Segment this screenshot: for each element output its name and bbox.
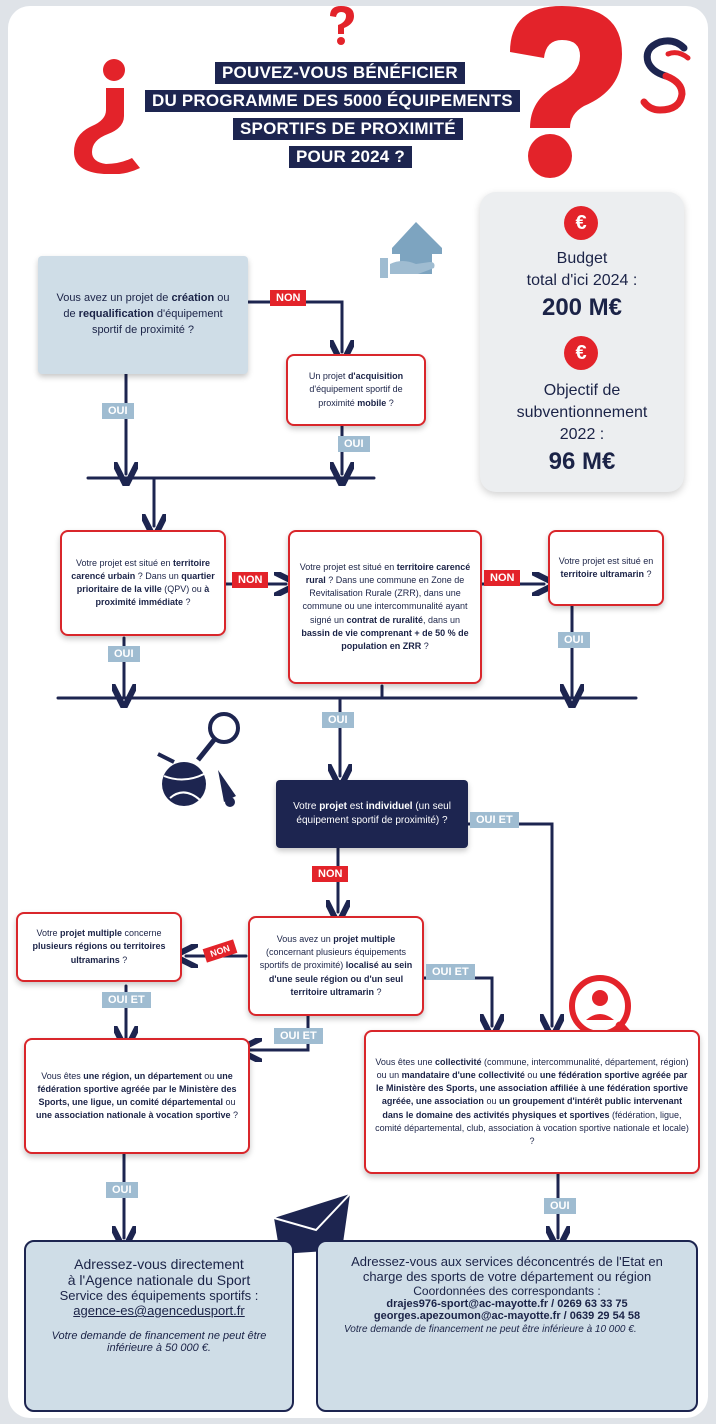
budget-label-1: Budget <box>556 250 608 267</box>
question-collectivity: Vous êtes une collectivité (commune, int… <box>364 1030 700 1174</box>
oui-et-label: OUI ET <box>470 812 519 828</box>
oui-label: OUI <box>338 436 370 452</box>
oui-label: OUI <box>558 632 590 648</box>
objective-label-3: 2022 : <box>559 426 605 443</box>
oui-label: OUI <box>108 646 140 662</box>
title-line-1: POUVEZ-VOUS BÉNÉFICIER <box>215 62 465 84</box>
inverted-question-mark-icon <box>66 54 146 175</box>
answer-right-contact-2[interactable]: georges.apezoumon@ac-mayotte.fr / 0639 2… <box>373 1310 641 1322</box>
question-region-federation: Vous êtes une région, un département ou … <box>24 1038 250 1154</box>
answer-right-contact-1[interactable]: drajes976-sport@ac-mayotte.fr / 0269 63 … <box>386 1298 628 1310</box>
oui-et-label: OUI ET <box>274 1028 323 1044</box>
question-ultramarin: Votre projet est situé en territoire ult… <box>548 530 664 606</box>
question-individual: Votre projet est individuel (un seul équ… <box>276 780 468 848</box>
infographic: POUVEZ-VOUS BÉNÉFICIER DU PROGRAMME DES … <box>8 6 708 1418</box>
flow-connectors <box>56 300 638 1418</box>
non-label: NON <box>232 572 269 588</box>
answer-right-coordinates: Coordonnées des correspondants : <box>413 1284 601 1298</box>
sport-logo <box>638 36 694 116</box>
question-mark-icon <box>326 6 356 46</box>
title-line-4: POUR 2024 ? <box>289 146 412 168</box>
answer-right-note: Votre demande de financement ne peut êtr… <box>344 1324 637 1335</box>
sports-equipment-icon <box>154 710 250 810</box>
question-mobile: Un projet d'acquisition d'équipement spo… <box>286 354 426 426</box>
title-line-2: DU PROGRAMME DES 5000 ÉQUIPEMENTS <box>145 90 520 112</box>
answer-left-title-2: à l'Agence nationale du Sport <box>67 1272 251 1288</box>
answer-services-deconcentres: Adressez-vous aux services déconcentrés … <box>316 1240 698 1412</box>
euro-icon: € <box>564 206 598 240</box>
non-label: NON <box>312 866 349 882</box>
answer-agence-nationale: Adressez-vous directement à l'Agence nat… <box>24 1240 294 1412</box>
answer-left-service: Service des équipements sportifs : <box>59 1288 259 1303</box>
oui-label: OUI <box>102 403 134 419</box>
big-question-mark-icon <box>496 6 626 182</box>
euro-icon-2: € <box>564 336 598 370</box>
oui-label: OUI <box>106 1182 138 1198</box>
oui-et-label: OUI ET <box>426 964 475 980</box>
envelope-icon <box>270 1192 356 1256</box>
answer-right-title: Adressez-vous aux services déconcentrés … <box>351 1254 663 1284</box>
non-label: NON <box>484 570 521 586</box>
answer-left-note: Votre demande de financement ne peut êtr… <box>51 1330 267 1354</box>
question-creation: Vous avez un projet de création ou de re… <box>38 256 248 374</box>
question-urban: Votre projet est situé en territoire car… <box>60 530 226 636</box>
objective-label-2: subventionnement <box>516 404 648 421</box>
budget-label-2: total d'ici 2024 : <box>526 272 638 289</box>
question-multiple-regions: Votre projet multiple concerne plusieurs… <box>16 912 182 982</box>
answer-left-email[interactable]: agence-es@agencedusport.fr <box>73 1303 245 1318</box>
oui-label: OUI <box>544 1198 576 1214</box>
objective-value: 96 M€ <box>548 448 616 475</box>
oui-label: OUI <box>322 712 354 728</box>
title-line-3: SPORTIFS DE PROXIMITÉ <box>233 118 463 140</box>
non-label: NON <box>270 290 307 306</box>
budget-value: 200 M€ <box>541 294 623 321</box>
oui-et-label: OUI ET <box>102 992 151 1008</box>
answer-left-title-1: Adressez-vous directement <box>74 1256 244 1272</box>
objective-label-1: Objectif de <box>543 382 621 399</box>
question-rural: Votre projet est situé en territoire car… <box>288 530 482 684</box>
question-multiple-single-region: Vous avez un projet multiple (concernant… <box>248 916 424 1016</box>
house-money-icon <box>372 208 452 284</box>
